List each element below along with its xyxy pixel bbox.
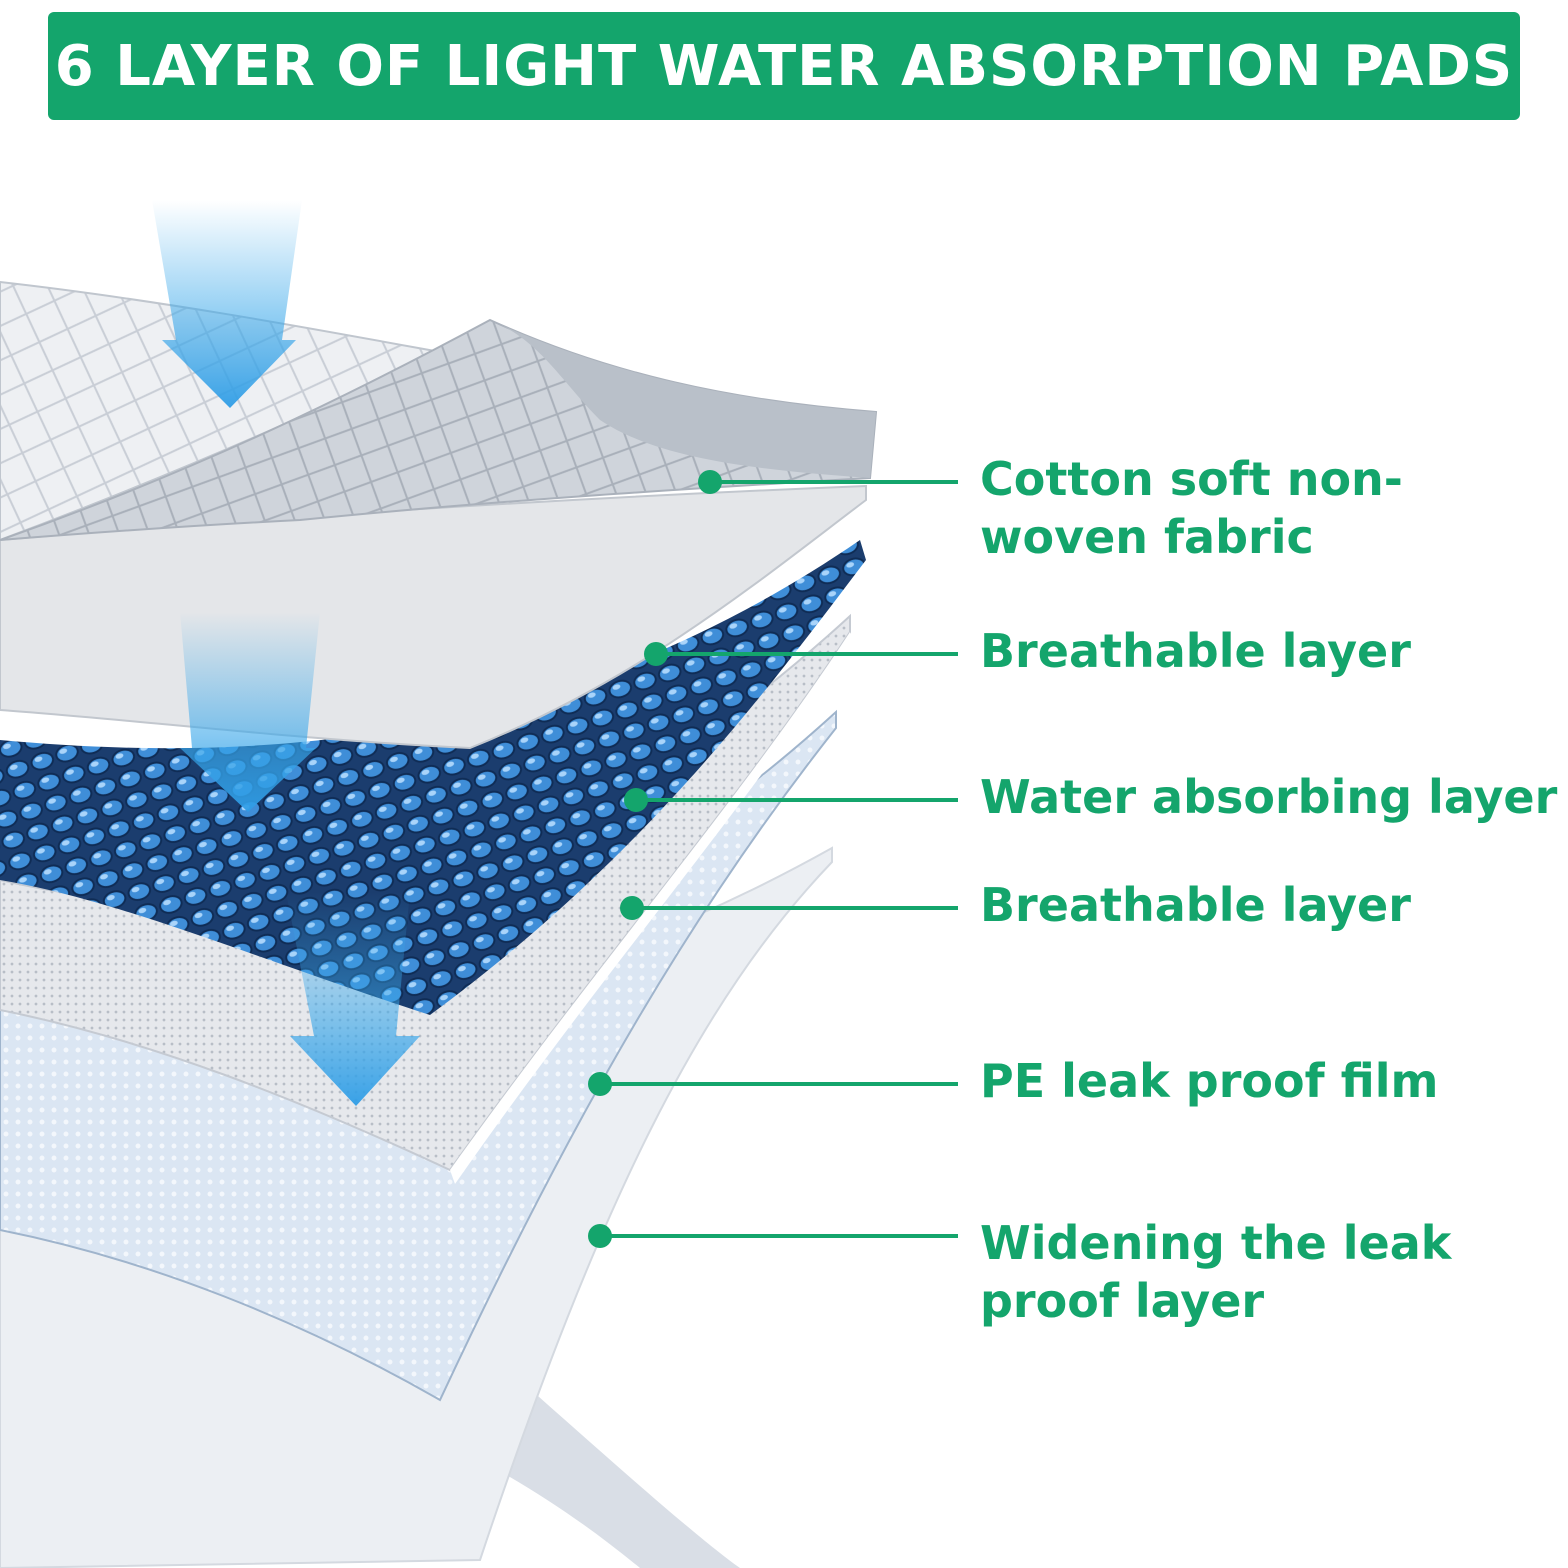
pointer-dot [624, 788, 648, 812]
label-line: Water absorbing layer [980, 770, 1558, 824]
leader-line [600, 1082, 958, 1086]
leader-line [710, 480, 958, 484]
layer-label-pe-film: PE leak proof film [980, 1052, 1438, 1110]
down-arrow-icon [152, 200, 302, 408]
label-line: Breathable layer [980, 878, 1411, 932]
pointer-dot [588, 1224, 612, 1248]
label-line: Cotton soft non- [980, 452, 1403, 506]
label-line: PE leak proof film [980, 1054, 1439, 1108]
pointer-dot [588, 1072, 612, 1096]
layer-label-water-absorbing: Water absorbing layer [980, 768, 1557, 826]
title-banner: 6 LAYER OF LIGHT WATER ABSORPTION PADS [48, 12, 1520, 120]
down-arrow-icon [286, 892, 420, 1106]
layer-label-cotton: Cotton soft non- woven fabric [980, 450, 1403, 566]
leader-line [600, 1234, 958, 1238]
label-line: Widening the leak [980, 1216, 1452, 1270]
label-line: Breathable layer [980, 624, 1411, 678]
pointer-dot [698, 470, 722, 494]
label-line: woven fabric [980, 510, 1314, 564]
pointer-dot [644, 642, 668, 666]
layer-label-breathable-upper: Breathable layer [980, 622, 1411, 680]
leader-line [632, 906, 958, 910]
label-line: proof layer [980, 1274, 1265, 1328]
down-arrow-icon [180, 612, 320, 812]
leader-line [636, 798, 958, 802]
leader-line [656, 652, 958, 656]
layer-label-breathable-lower: Breathable layer [980, 876, 1411, 934]
layer-label-widening: Widening the leak proof layer [980, 1214, 1451, 1330]
page-title: 6 LAYER OF LIGHT WATER ABSORPTION PADS [54, 33, 1514, 99]
pointer-dot [620, 896, 644, 920]
